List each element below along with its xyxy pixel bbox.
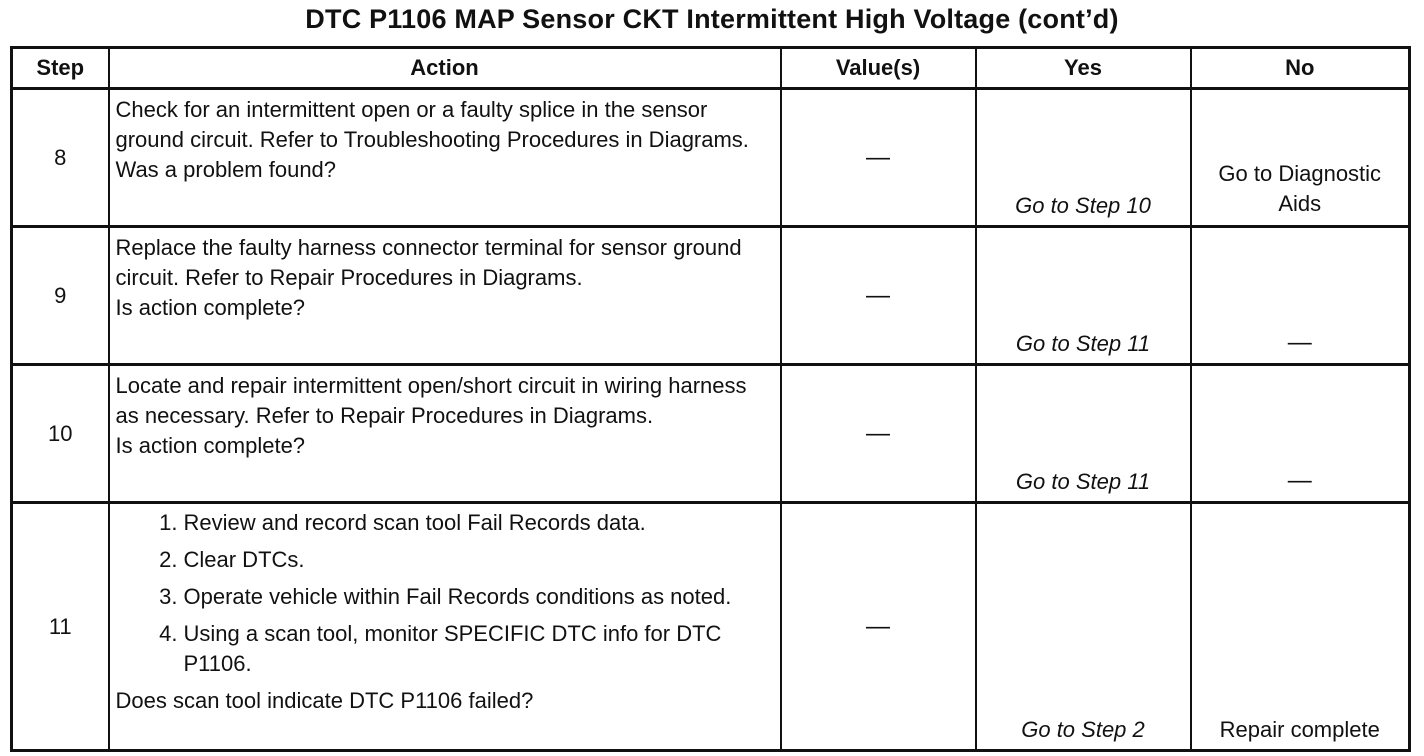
step-number: 9 bbox=[10, 225, 110, 366]
table-row: 11 1. Review and record scan tool Fail R… bbox=[10, 501, 1411, 752]
no-text: — bbox=[1287, 329, 1312, 356]
no-cell: Go to Diagnostic Aids bbox=[1189, 87, 1411, 228]
action-question: Does scan tool indicate DTC P1106 failed… bbox=[115, 688, 534, 713]
action-question: Is action complete? bbox=[115, 295, 306, 320]
no-text: — bbox=[1287, 467, 1312, 494]
no-cell: Repair complete bbox=[1189, 501, 1411, 752]
action-cell: 1. Review and record scan tool Fail Reco… bbox=[107, 501, 782, 752]
diagnostic-table: Step Action Value(s) Yes No 8 Check for … bbox=[10, 46, 1411, 752]
list-item-text: Operate vehicle within Fail Records cond… bbox=[183, 584, 732, 609]
list-item: 4. Using a scan tool, monitor SPECIFIC D… bbox=[116, 619, 772, 679]
step-number: 10 bbox=[10, 363, 110, 504]
list-item: 2. Clear DTCs. bbox=[116, 545, 772, 575]
list-item-text: Review and record scan tool Fail Records… bbox=[183, 510, 646, 535]
action-steps-list: 1. Review and record scan tool Fail Reco… bbox=[116, 508, 772, 686]
action-cell: Replace the faulty harness connector ter… bbox=[107, 225, 782, 366]
no-text: Go to Diagnostic Aids bbox=[1218, 161, 1382, 216]
table-row: 9 Replace the faulty harness connector t… bbox=[10, 225, 1411, 366]
table-header-row: Step Action Value(s) Yes No bbox=[10, 46, 1411, 90]
list-item: 1. Review and record scan tool Fail Reco… bbox=[116, 508, 772, 538]
value-cell: — bbox=[779, 87, 977, 228]
list-item-text: Using a scan tool, monitor SPECIFIC DTC … bbox=[183, 621, 722, 676]
step-number: 11 bbox=[10, 501, 110, 752]
header-action: Action bbox=[107, 46, 782, 90]
action-cell: Locate and repair intermittent open/shor… bbox=[107, 363, 782, 504]
step-number: 8 bbox=[10, 87, 110, 228]
page-title: DTC P1106 MAP Sensor CKT Intermittent Hi… bbox=[305, 4, 1119, 34]
list-item-text: Clear DTCs. bbox=[183, 547, 305, 572]
list-item-number: 3. bbox=[159, 584, 178, 609]
list-item-number: 1. bbox=[159, 510, 178, 535]
action-text: Locate and repair intermittent open/shor… bbox=[115, 373, 747, 428]
yes-cell: Go to Step 11 bbox=[974, 363, 1192, 504]
list-item-number: 2. bbox=[159, 547, 178, 572]
yes-cell: Go to Step 10 bbox=[974, 87, 1192, 228]
list-item: 3. Operate vehicle within Fail Records c… bbox=[116, 582, 772, 612]
action-question: Was a problem found? bbox=[115, 157, 337, 182]
value-cell: — bbox=[779, 225, 977, 366]
value-cell: — bbox=[779, 501, 977, 752]
action-question: Is action complete? bbox=[115, 433, 306, 458]
header-yes: Yes bbox=[974, 46, 1192, 90]
action-text: Check for an intermittent open or a faul… bbox=[115, 97, 749, 152]
header-values: Value(s) bbox=[779, 46, 977, 90]
no-cell: — bbox=[1189, 363, 1411, 504]
action-cell: Check for an intermittent open or a faul… bbox=[107, 87, 782, 228]
header-no: No bbox=[1189, 46, 1411, 90]
table-row: 10 Locate and repair intermittent open/s… bbox=[10, 363, 1411, 504]
yes-cell: Go to Step 2 bbox=[974, 501, 1192, 752]
no-cell: — bbox=[1189, 225, 1411, 366]
yes-cell: Go to Step 11 bbox=[974, 225, 1192, 366]
list-item-number: 4. bbox=[159, 621, 178, 646]
action-text: Replace the faulty harness connector ter… bbox=[115, 235, 742, 290]
table-row: 8 Check for an intermittent open or a fa… bbox=[10, 87, 1411, 228]
value-cell: — bbox=[779, 363, 977, 504]
header-step: Step bbox=[10, 46, 110, 90]
